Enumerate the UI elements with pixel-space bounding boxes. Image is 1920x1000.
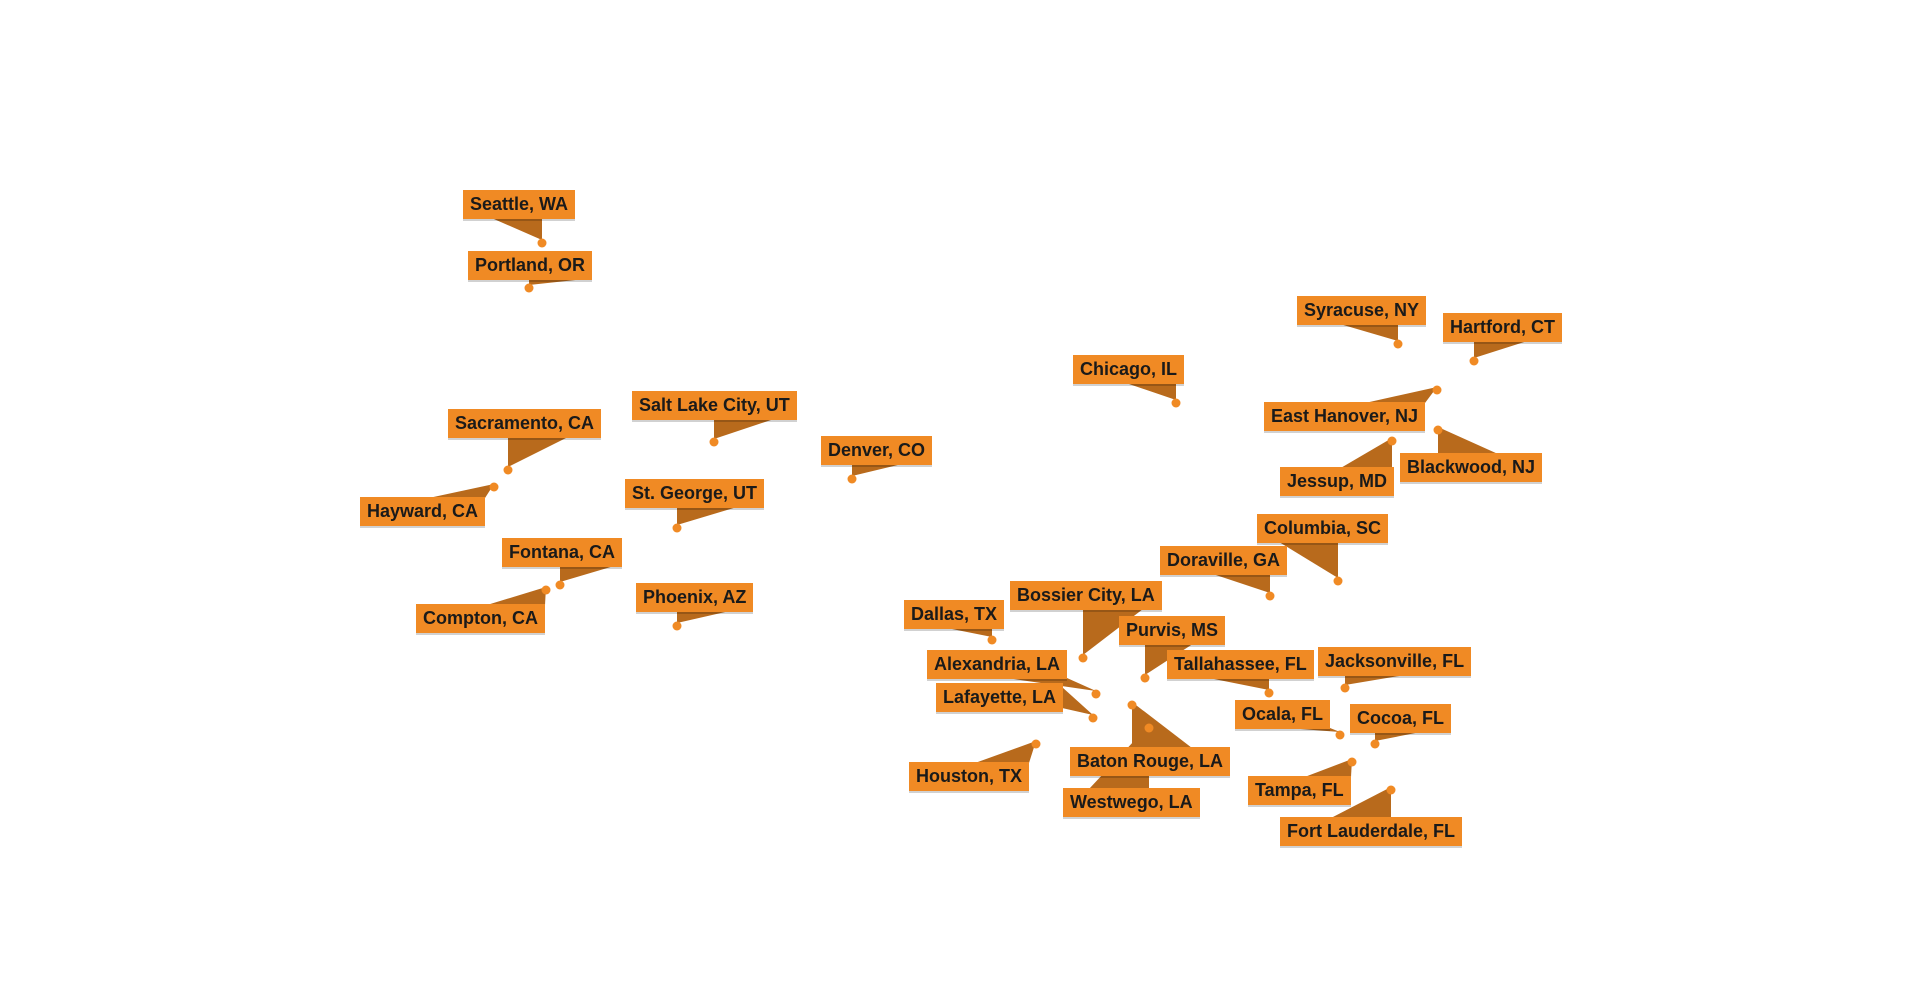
- location-dot-east-hanover[interactable]: [1432, 385, 1442, 395]
- location-dot-hayward[interactable]: [489, 482, 499, 492]
- callout-pointer-fort-lauderdale: [1331, 787, 1391, 818]
- location-dot-fort-lauderdale[interactable]: [1386, 785, 1396, 795]
- location-dot-cocoa[interactable]: [1370, 739, 1380, 749]
- label-fontana[interactable]: Fontana, CA: [502, 538, 622, 567]
- location-dot-tallahassee[interactable]: [1264, 688, 1274, 698]
- callout-pointer-syracuse: [1339, 324, 1398, 341]
- label-denver[interactable]: Denver, CO: [821, 436, 933, 465]
- label-doraville[interactable]: Doraville, GA: [1160, 546, 1288, 575]
- callout-pointer-doraville: [1212, 574, 1270, 593]
- label-westwego[interactable]: Westwego, LA: [1063, 788, 1200, 817]
- location-dot-jacksonville[interactable]: [1340, 683, 1350, 693]
- label-cocoa[interactable]: Cocoa, FL: [1350, 704, 1452, 733]
- location-dot-fontana[interactable]: [555, 580, 565, 590]
- callout-pointer-jacksonville: [1345, 675, 1405, 685]
- label-salt-lake-city[interactable]: Salt Lake City, UT: [632, 391, 797, 420]
- location-dot-houston[interactable]: [1031, 739, 1041, 749]
- label-alexandria[interactable]: Alexandria, LA: [927, 650, 1068, 679]
- label-baton-rouge[interactable]: Baton Rouge, LA: [1070, 747, 1230, 776]
- location-dot-alexandria[interactable]: [1091, 689, 1101, 699]
- callout-pointer-seattle: [491, 218, 542, 240]
- label-houston[interactable]: Houston, TX: [909, 762, 1029, 791]
- label-hayward[interactable]: Hayward, CA: [360, 497, 486, 526]
- location-dot-ocala[interactable]: [1335, 730, 1345, 740]
- location-dot-sacramento[interactable]: [503, 465, 513, 475]
- label-fort-lauderdale[interactable]: Fort Lauderdale, FL: [1280, 817, 1463, 846]
- label-seattle[interactable]: Seattle, WA: [463, 190, 576, 219]
- callout-pointer-tallahassee: [1209, 678, 1269, 690]
- callout-pointer-st-george: [677, 507, 737, 525]
- location-dot-jessup[interactable]: [1387, 436, 1397, 446]
- label-chicago[interactable]: Chicago, IL: [1073, 355, 1185, 384]
- callout-pointer-phoenix: [677, 611, 730, 623]
- label-purvis[interactable]: Purvis, MS: [1119, 616, 1226, 645]
- label-east-hanover[interactable]: East Hanover, NJ: [1264, 402, 1426, 431]
- callout-pointer-hartford: [1474, 341, 1528, 358]
- label-tallahassee[interactable]: Tallahassee, FL: [1167, 650, 1314, 679]
- callout-pointer-jessup: [1340, 438, 1392, 468]
- location-dot-tampa[interactable]: [1347, 757, 1357, 767]
- label-tampa[interactable]: Tampa, FL: [1248, 776, 1351, 805]
- callout-pointer-ocala: [1287, 728, 1340, 732]
- callout-pointer-houston: [975, 741, 1036, 763]
- location-dot-doraville[interactable]: [1265, 591, 1275, 601]
- callout-pointer-columbia: [1279, 542, 1338, 578]
- location-dot-denver[interactable]: [847, 474, 857, 484]
- callout-pointer-salt-lake-city: [714, 419, 774, 439]
- label-portland[interactable]: Portland, OR: [468, 251, 593, 280]
- callout-pointer-sacramento: [508, 437, 568, 467]
- location-dot-purvis[interactable]: [1140, 673, 1150, 683]
- callout-pointer-fontana: [560, 566, 614, 582]
- label-dallas[interactable]: Dallas, TX: [904, 600, 1005, 629]
- callout-pointer-dallas: [947, 628, 992, 637]
- callout-pointer-tampa: [1304, 759, 1352, 777]
- location-dot-salt-lake-city[interactable]: [709, 437, 719, 447]
- label-compton[interactable]: Compton, CA: [416, 604, 545, 633]
- location-dot-westwego[interactable]: [1144, 723, 1154, 733]
- location-dot-st-george[interactable]: [672, 523, 682, 533]
- callout-pointer-denver: [852, 464, 902, 476]
- location-dot-hartford[interactable]: [1469, 356, 1479, 366]
- location-dot-baton-rouge[interactable]: [1127, 700, 1137, 710]
- location-dot-portland[interactable]: [524, 283, 534, 293]
- location-dot-lafayette[interactable]: [1088, 713, 1098, 723]
- label-bossier-city[interactable]: Bossier City, LA: [1010, 581, 1162, 610]
- label-ocala[interactable]: Ocala, FL: [1235, 700, 1331, 729]
- location-dot-bossier-city[interactable]: [1078, 653, 1088, 663]
- label-hartford[interactable]: Hartford, CT: [1443, 313, 1562, 342]
- location-dot-chicago[interactable]: [1171, 398, 1181, 408]
- label-st-george[interactable]: St. George, UT: [625, 479, 765, 508]
- callout-pointer-east-hanover: [1365, 387, 1437, 403]
- location-dot-compton[interactable]: [541, 585, 551, 595]
- location-dot-dallas[interactable]: [987, 635, 997, 645]
- callout-pointer-compton: [486, 587, 546, 605]
- location-dot-phoenix[interactable]: [672, 621, 682, 631]
- callout-pointer-lafayette: [1062, 687, 1093, 715]
- callout-pointer-hayward: [428, 484, 494, 498]
- callout-pointer-blackwood: [1438, 427, 1498, 454]
- label-columbia[interactable]: Columbia, SC: [1257, 514, 1389, 543]
- label-syracuse[interactable]: Syracuse, NY: [1297, 296, 1427, 325]
- location-dot-seattle[interactable]: [537, 238, 547, 248]
- location-dot-blackwood[interactable]: [1433, 425, 1443, 435]
- label-lafayette[interactable]: Lafayette, LA: [936, 683, 1064, 712]
- callout-pointer-portland: [529, 279, 585, 285]
- location-dot-columbia[interactable]: [1333, 576, 1343, 586]
- location-dot-syracuse[interactable]: [1393, 339, 1403, 349]
- callout-pointer-chicago: [1126, 383, 1176, 400]
- label-sacramento[interactable]: Sacramento, CA: [448, 409, 602, 438]
- label-jacksonville[interactable]: Jacksonville, FL: [1318, 647, 1472, 676]
- callout-pointer-cocoa: [1375, 732, 1421, 741]
- label-phoenix[interactable]: Phoenix, AZ: [636, 583, 754, 612]
- label-blackwood[interactable]: Blackwood, NJ: [1400, 453, 1543, 482]
- label-jessup[interactable]: Jessup, MD: [1280, 467, 1395, 496]
